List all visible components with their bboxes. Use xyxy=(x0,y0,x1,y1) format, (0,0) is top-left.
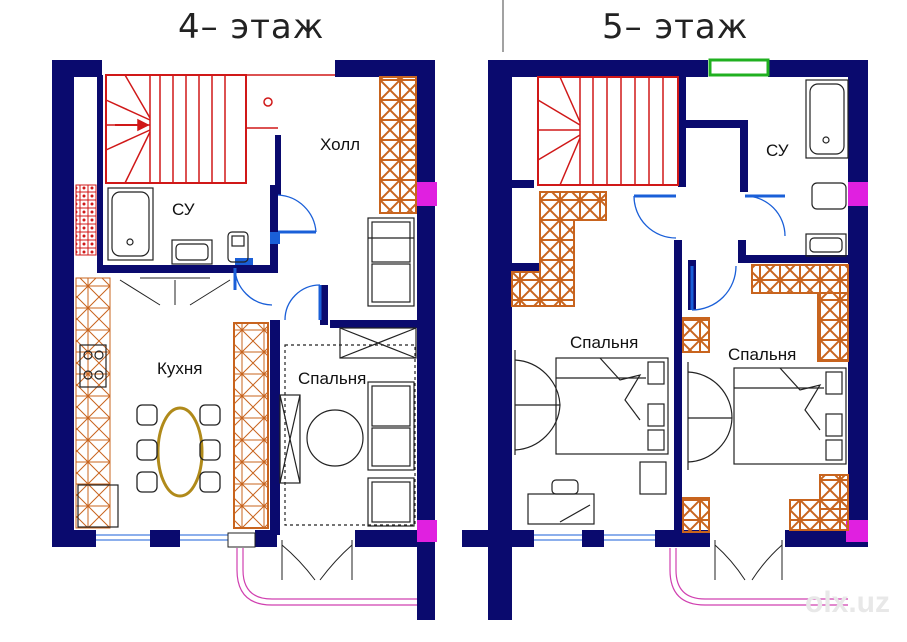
balcony-door-4 xyxy=(281,540,353,581)
room-label-bedroom-5-left: Спальня xyxy=(570,333,638,352)
room-label-kitchen: Кухня xyxy=(157,359,203,378)
wardrobes-floor-5 xyxy=(511,191,849,533)
dining-chairs xyxy=(136,404,221,493)
windows-floor-4 xyxy=(96,534,228,541)
dining-table xyxy=(156,406,204,498)
vent-marker xyxy=(708,58,770,77)
balcony-floor-5 xyxy=(669,548,848,606)
floor-4-plan: Холл СУ Кухня Спальня xyxy=(52,60,437,620)
balcony-floor-4 xyxy=(236,548,417,606)
doors-floor-4 xyxy=(233,194,322,321)
hall-wardrobe xyxy=(379,76,417,214)
window-sill xyxy=(227,532,256,548)
kitchen-wardrobe xyxy=(233,322,269,529)
room-label-bath-4: СУ xyxy=(172,200,195,219)
room-label-bedroom-4: Спальня xyxy=(298,369,366,388)
column-marker xyxy=(417,520,437,542)
hall-sofa xyxy=(367,217,415,307)
stairs-floor-5 xyxy=(537,76,679,186)
floor-5-walls xyxy=(462,60,868,620)
balcony-door-5 xyxy=(714,540,783,581)
tiled-panel xyxy=(75,184,97,256)
column-marker xyxy=(846,520,868,542)
floor-4-title: 4– этаж xyxy=(178,7,324,47)
bedroom-4-furniture xyxy=(279,327,417,527)
kitchen-hood xyxy=(119,277,231,306)
bedroom-5-left-furniture xyxy=(514,350,669,525)
room-label-hall: Холл xyxy=(320,135,360,154)
column-marker xyxy=(848,182,868,206)
stairs-floor-4 xyxy=(105,74,335,184)
column-marker xyxy=(417,182,437,206)
windows-floor-5 xyxy=(534,534,655,541)
floor-5-plan: СУ Спальня Спальня xyxy=(462,58,868,620)
kitchen-counter xyxy=(75,277,111,529)
doors-floor-5 xyxy=(633,194,786,311)
floor-5-title: 5– этаж xyxy=(602,7,748,47)
kitchen-stove xyxy=(77,344,119,528)
floor-4-walls xyxy=(52,60,435,620)
bathroom-4-fixtures xyxy=(107,187,249,265)
bedroom-5-right-furniture xyxy=(687,362,847,470)
bathroom-5-fixtures xyxy=(805,79,849,257)
watermark: olx.uz xyxy=(805,586,890,619)
room-label-bedroom-5-right: Спальня xyxy=(728,345,796,364)
room-label-bath-5: СУ xyxy=(766,141,789,160)
